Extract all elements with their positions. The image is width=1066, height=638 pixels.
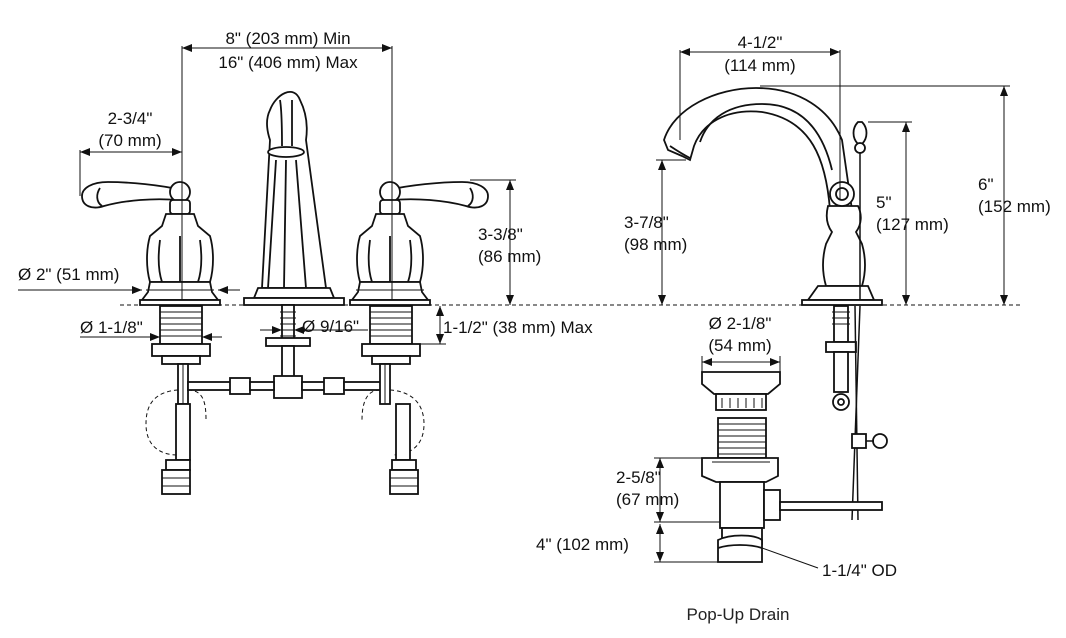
side-dimension-lines bbox=[656, 48, 1010, 305]
valve-shank-dia-label: Ø 1-1/8" bbox=[80, 318, 143, 337]
left-handle-valve bbox=[81, 181, 221, 495]
spout-clearance-in-label: 3-7/8" bbox=[624, 213, 669, 232]
tailpiece-od-label: 1-1/4" OD bbox=[822, 561, 897, 580]
deck-max-label: 1-1/2" (38 mm) Max bbox=[443, 318, 593, 337]
drain-dia-in-label: Ø 2-1/8" bbox=[709, 314, 772, 333]
front-dimension-lines bbox=[18, 44, 516, 345]
escutcheon-dia-label: Ø 2" (51 mm) bbox=[18, 265, 119, 284]
handle-height-in-label: 3-3/8" bbox=[478, 225, 523, 244]
center-spout bbox=[243, 91, 345, 399]
spout-reach-mm-label: (114 mm) bbox=[724, 56, 795, 75]
spread-max-label: 16" (406 mm) Max bbox=[218, 53, 358, 72]
handle-reach-mm-label: (70 mm) bbox=[98, 131, 161, 150]
drain-depth-mm-label: (67 mm) bbox=[616, 490, 679, 509]
pop-up-drain bbox=[701, 371, 883, 563]
overall-height-in-label: 6" bbox=[978, 175, 994, 194]
cross-connector bbox=[187, 377, 385, 395]
drain-depth-in-label: 2-5/8" bbox=[616, 468, 661, 487]
lift-rod-mm-label: (127 mm) bbox=[876, 215, 949, 234]
overall-height-mm-label: (152 mm) bbox=[978, 197, 1051, 216]
drain-caption: Pop-Up Drain bbox=[687, 605, 790, 624]
drain-dia-mm-label: (54 mm) bbox=[708, 336, 771, 355]
right-handle-valve bbox=[349, 181, 489, 495]
handle-height-mm-label: (86 mm) bbox=[478, 247, 541, 266]
tailpiece-length-label: 4" (102 mm) bbox=[536, 535, 629, 554]
side-view bbox=[663, 87, 888, 521]
front-view: 8" (203 mm) Min 16" (406 mm) Max 2-3/4" … bbox=[18, 29, 1020, 495]
spout-clearance-mm-label: (98 mm) bbox=[624, 235, 687, 254]
lift-rod-in-label: 5" bbox=[876, 193, 892, 212]
spread-min-label: 8" (203 mm) Min bbox=[225, 29, 350, 48]
drain-dimension-lines bbox=[654, 356, 819, 569]
spout-reach-in-label: 4-1/2" bbox=[738, 33, 783, 52]
handle-reach-in-label: 2-3/4" bbox=[108, 109, 153, 128]
spout-shank-dia-label: Ø 9/16" bbox=[302, 317, 359, 336]
